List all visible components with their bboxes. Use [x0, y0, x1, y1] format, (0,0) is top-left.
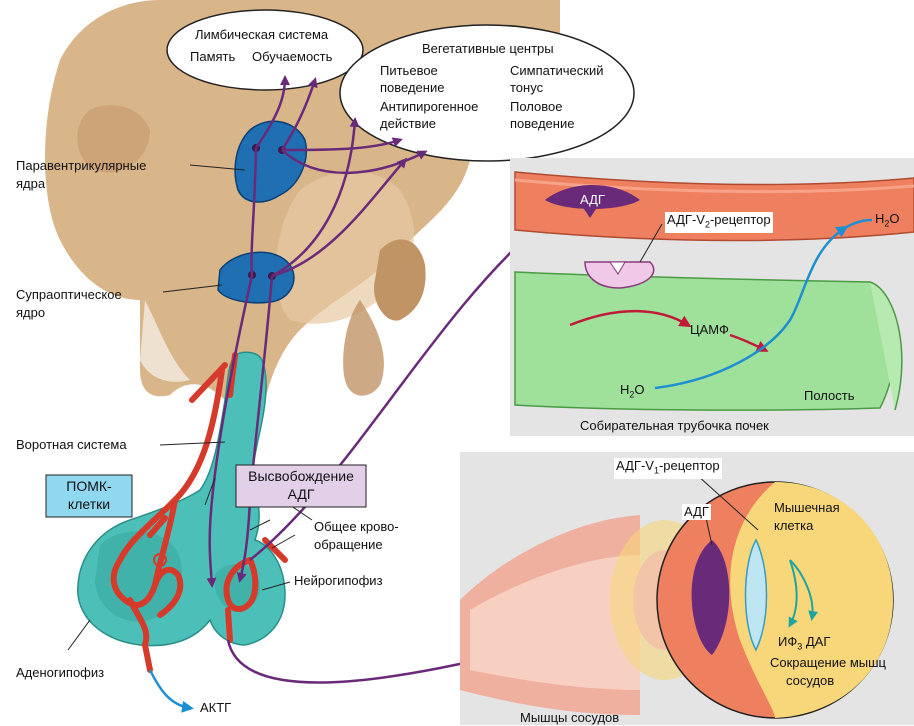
- kidney-caption: Собирательная трубочка почек: [580, 418, 769, 434]
- vegetative-sympathetic-1: Симпатический: [510, 63, 604, 79]
- vessel-panel: [460, 452, 914, 725]
- vegetative-antipyro-2: действие: [380, 116, 436, 132]
- vessel-adh-label: АДГ: [682, 504, 711, 520]
- h2o-in-o: O: [634, 382, 644, 397]
- adh-release-label-1: Высвобождение: [236, 468, 366, 485]
- kidney-lumen-label: Полость: [804, 388, 854, 404]
- vegetative-drinking-1: Питьевое: [380, 63, 438, 79]
- circulation-label-1: Общее крово-: [314, 519, 399, 535]
- kidney-adh-label: АДГ: [580, 192, 605, 208]
- adenohypophysis-label: Аденогипофиз: [16, 665, 104, 681]
- vegetative-sexual-2: поведение: [510, 116, 574, 132]
- kidney-receptor-label: АДГ-V2-рецептор: [665, 212, 773, 233]
- kidney-camp-label: ЦАМФ: [690, 322, 729, 338]
- ip3-dag-label: ИФ3 ДАГ: [778, 634, 830, 655]
- limbic-title: Лимбическая система: [195, 27, 328, 43]
- acth-arrow: [150, 670, 190, 708]
- kidney-h2o-in-label: H2O: [620, 382, 645, 403]
- contraction-label-1: Сокращение мышц: [770, 655, 886, 671]
- supraoptic-label-2: ядро: [16, 305, 45, 321]
- kidney-receptor-prefix: АДГ-V: [667, 212, 705, 227]
- vegetative-drinking-2: поведение: [380, 80, 444, 96]
- acth-label: АКТГ: [200, 700, 231, 716]
- vegetative-sexual-1: Половое: [510, 99, 562, 115]
- circulation-label-2: обращение: [314, 537, 383, 553]
- paraventricular-label-2: ядра: [16, 176, 45, 192]
- vegetative-sympathetic-2: тонус: [510, 80, 543, 96]
- contraction-label-2: сосудов: [786, 673, 834, 689]
- ip3-sub: 3: [797, 642, 802, 652]
- vegetative-title: Вегетативные центры: [422, 41, 554, 57]
- neurohypophysis-label: Нейрогипофиз: [294, 573, 383, 589]
- h2o-out-h: H: [875, 211, 884, 226]
- h2o-in-h: H: [620, 382, 629, 397]
- pomc-label-1: ПОМК-: [46, 478, 132, 495]
- vegetative-antipyro-1: Антипирогенное: [380, 99, 478, 115]
- limbic-learning: Обучаемость: [252, 49, 332, 65]
- vessel-caption: Мышцы сосудов: [520, 710, 619, 726]
- h2o-out-o: O: [889, 211, 899, 226]
- vessel-receptor-prefix: АДГ-V: [616, 458, 654, 473]
- pomc-label-2: клетки: [46, 496, 132, 513]
- ip3-prefix: ИФ: [778, 634, 797, 649]
- kidney-receptor-suffix: -рецептор: [710, 212, 771, 227]
- vessel-receptor-label: АДГ-V1-рецептор: [614, 458, 722, 479]
- kidney-h2o-out-label: H2O: [875, 211, 900, 232]
- dag-label: ДАГ: [806, 634, 831, 649]
- muscle-cell-label-2: клетка: [774, 518, 813, 534]
- muscle-cell-label-1: Мышечная: [774, 500, 840, 516]
- paraventricular-label-1: Паравентрикулярные: [16, 158, 146, 174]
- limbic-memory: Память: [190, 49, 235, 65]
- vessel-receptor-suffix: -рецептор: [659, 458, 720, 473]
- adh-release-label-2: АДГ: [236, 486, 366, 503]
- supraoptic-label-1: Супраоптическое: [16, 287, 122, 303]
- portal-system-label: Воротная система: [16, 437, 127, 453]
